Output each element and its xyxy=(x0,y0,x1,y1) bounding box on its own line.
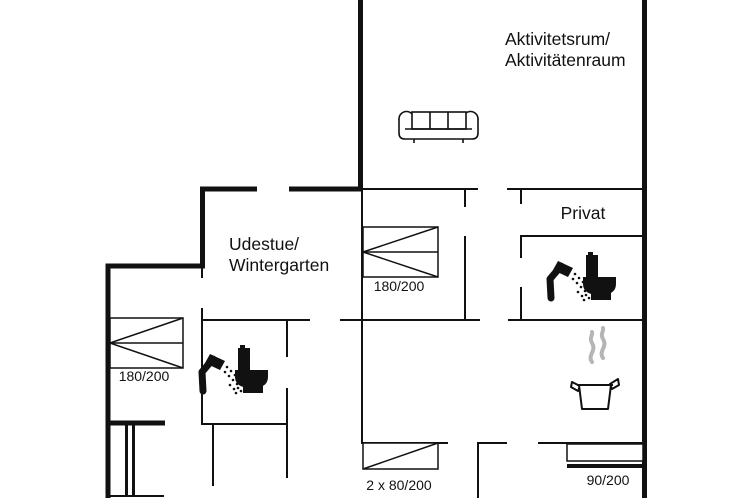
sofa-icon xyxy=(398,110,479,143)
activity-room-label-line2: Aktivitätenraum xyxy=(505,50,626,70)
exterior-walls xyxy=(105,0,647,498)
shower-toilet-icon xyxy=(550,252,616,301)
conservatory-label-line2: Wintergarten xyxy=(229,255,329,275)
bed-double-main-icon xyxy=(362,226,439,278)
bed-single-label: 90/200 xyxy=(587,472,630,488)
bed-double-west-icon xyxy=(109,317,184,369)
bed-bunk-label: 2 x 80/200 xyxy=(366,477,432,493)
bed-double-west-label: 180/200 xyxy=(119,368,170,384)
cooking-pot-icon xyxy=(570,326,620,410)
bed-double-main-label: 180/200 xyxy=(374,278,425,294)
private-room-label: Privat xyxy=(561,203,606,223)
shower-toilet-icon xyxy=(202,345,268,394)
bed-single-icon xyxy=(566,443,644,468)
steam xyxy=(588,326,607,364)
conservatory-label-line1: Udestue/ xyxy=(229,234,299,254)
interior-walls xyxy=(201,188,644,498)
bed-bunk-icon xyxy=(362,442,439,470)
activity-room-label-line1: Aktivitetsrum/ xyxy=(505,29,610,49)
double-wall-detail xyxy=(110,425,164,497)
